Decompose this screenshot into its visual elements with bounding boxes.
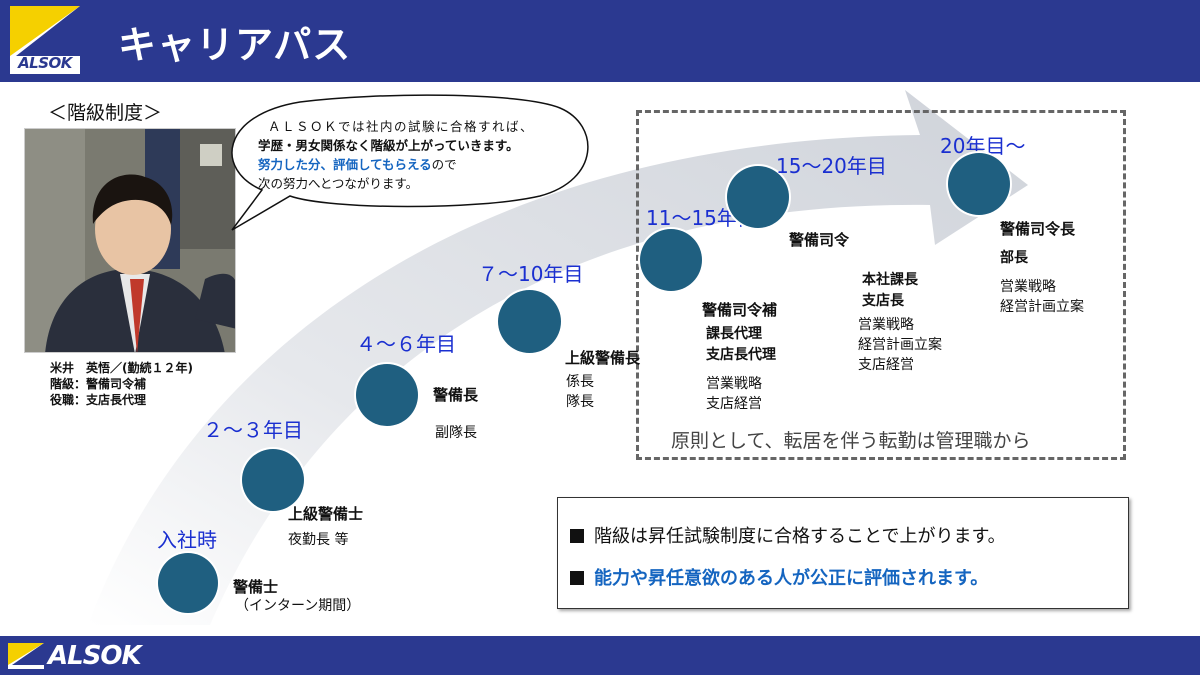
stage-rank-6: 警備司令長 [1000, 220, 1076, 238]
info-line-1: 階級は昇任試験制度に合格することで上がります。 [570, 522, 1006, 548]
alsok-logo-icon [10, 6, 80, 56]
stage-rank-1: 上級警備士 [288, 505, 364, 523]
employee-name: 米井 英悟／(勤続１２年) [50, 361, 193, 375]
info-box: 階級は昇任試験制度に合格することで上がります。 能力や昇任意欲のある人が公正に評… [557, 497, 1129, 609]
footer-logo-text: ALSOK [48, 641, 142, 671]
stage-sub-2: 副隊長 [435, 425, 477, 441]
bubble-message: ＡＬＳＯＫでは社内の試験に合格すれば、 学歴・男女関係なく階級が上がっていきます… [258, 117, 588, 193]
stage-circle-3 [498, 290, 561, 353]
management-note: 原則として、転居を伴う転勤は管理職から [671, 430, 1031, 452]
page-title: キャリアパス [118, 23, 352, 67]
employee-caption: 米井 英悟／(勤続１２年) 階級：警備司令補 役職：支店長代理 [50, 360, 193, 408]
stage-rank-3: 上級警備長 [565, 349, 641, 367]
section-label: ＜階級制度＞ [48, 102, 163, 124]
bubble-line-4: 次の努力へとつながります。 [258, 176, 419, 191]
stage-circle-0 [158, 553, 218, 613]
stage-sub-3: 係長隊長 [566, 374, 594, 410]
stage-sub-5: 営業戦略経営計画立案支店経営 [858, 317, 942, 373]
employee-photo [24, 128, 236, 353]
stage-circle-4 [640, 229, 702, 291]
square-bullet-icon [570, 529, 584, 543]
stage-sub-1: 夜勤長 等 [288, 532, 349, 548]
stage-sub-0: （インターン期間） [235, 598, 361, 614]
person-illustration [25, 129, 235, 352]
bubble-line-3: 努力した分、評価してもらえるので [258, 155, 588, 174]
stage-rank-5: 警備司令 [789, 231, 850, 249]
employee-rank: 階級：警備司令補 [50, 377, 147, 391]
stage-circle-2 [356, 364, 418, 426]
employee-role: 役職：支店長代理 [50, 393, 147, 407]
alsok-logo-icon [8, 643, 44, 669]
stage-sub-4: 営業戦略支店経営 [706, 376, 762, 412]
stage-year-0: 入社時 [157, 528, 217, 552]
square-bullet-icon [570, 571, 584, 585]
stage-subb-4: 課長代理支店長代理 [706, 326, 776, 363]
bubble-line-2: 学歴・男女関係なく階級が上がっていきます。 [258, 138, 519, 153]
stage-subb-6: 部長 [1000, 250, 1028, 266]
footer-alsok-logo: ALSOK [8, 641, 168, 671]
stage-sub-6: 営業戦略経営計画立案 [1000, 279, 1084, 315]
bubble-line-1: ＡＬＳＯＫでは社内の試験に合格すれば、 [268, 119, 535, 134]
stage-year-2: ４～６年目 [356, 332, 456, 356]
footer-bar: ALSOK [0, 636, 1200, 675]
stage-rank-4: 警備司令補 [702, 301, 778, 319]
management-region [636, 110, 1126, 460]
stage-rank-2: 警備長 [433, 386, 479, 404]
logo-text: ALSOK [18, 54, 72, 72]
stage-year-5: 15～20年目 [776, 154, 887, 178]
stage-subb-5: 本社課長支店長 [862, 272, 918, 309]
stage-year-3: ７～10年目 [478, 262, 584, 286]
stage-year-1: ２～３年目 [203, 418, 303, 442]
stage-circle-6 [948, 153, 1010, 215]
stage-circle-5 [727, 166, 789, 228]
bubble-highlight: 努力した分、評価してもらえる [258, 157, 432, 172]
header-bar: ALSOK キャリアパス [0, 0, 1200, 82]
info-line-2: 能力や昇任意欲のある人が公正に評価されます。 [570, 564, 988, 590]
stage-circle-1 [242, 449, 304, 511]
alsok-logo: ALSOK [10, 6, 80, 74]
stage-rank-0: 警備士 [233, 578, 279, 596]
bubble-line-3-rest: ので [431, 157, 457, 172]
